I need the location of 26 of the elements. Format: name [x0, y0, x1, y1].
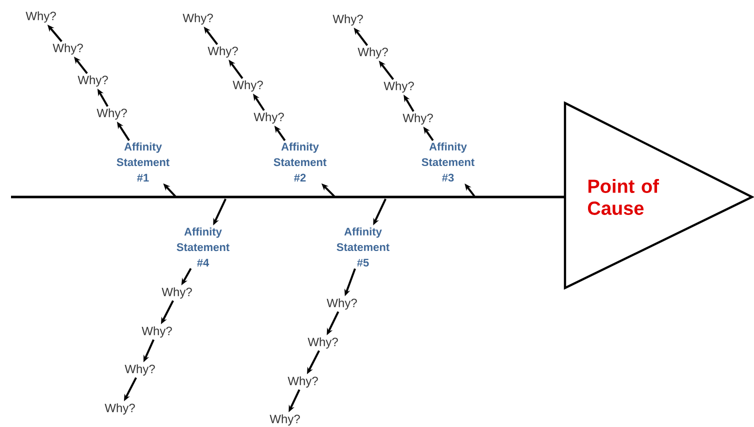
statement-label: Affinity Statement #4	[176, 228, 230, 266]
why-label: Why?	[26, 11, 56, 23]
why-label: Why?	[78, 75, 108, 87]
why-label: Why?	[142, 326, 172, 338]
why-label: Why?	[124, 364, 155, 376]
why-label: Why?	[332, 14, 363, 26]
why-label: Why?	[270, 414, 300, 426]
why-label: Why?	[384, 81, 414, 93]
why-label: Why?	[182, 13, 213, 25]
fishbone-spine	[11, 196, 564, 198]
why-label: Why?	[162, 287, 192, 299]
statement-label: Affinity Statement #2	[274, 142, 326, 182]
why-label: Why?	[232, 80, 263, 92]
why-label: Why?	[96, 108, 127, 120]
why-label: Why?	[104, 403, 135, 415]
why-label: Why?	[208, 46, 238, 58]
statement-label: Affinity Statement #3	[422, 142, 474, 182]
why-label: Why?	[308, 337, 338, 349]
statement-label: Affinity Statement #1	[116, 142, 170, 182]
why-label: Why?	[52, 43, 83, 55]
why-label: Why?	[326, 298, 357, 310]
statement-label: Affinity Statement #5	[336, 227, 390, 267]
why-label: Why?	[254, 112, 284, 124]
why-label: Why?	[358, 47, 388, 59]
why-label: Why?	[402, 113, 433, 125]
why-label: Why?	[288, 376, 318, 388]
